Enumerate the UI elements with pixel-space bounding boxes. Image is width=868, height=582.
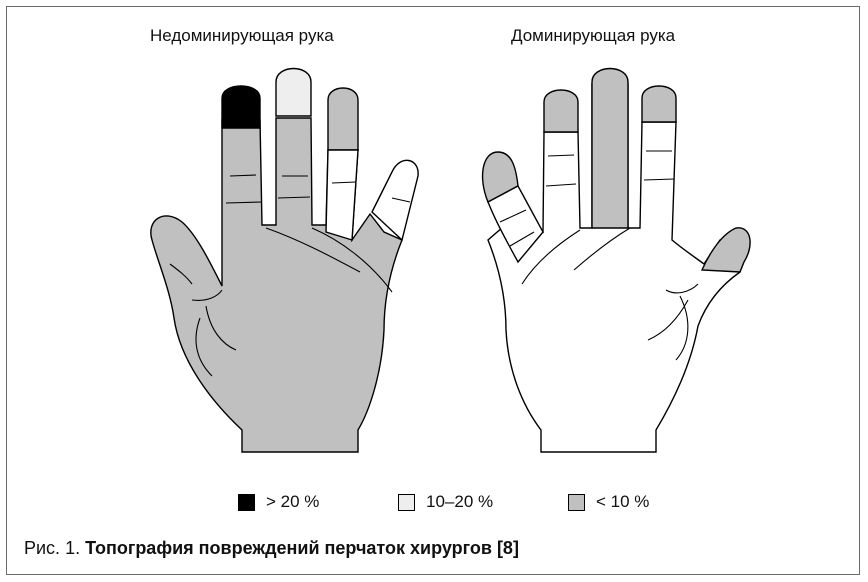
right-middle-finger bbox=[592, 69, 628, 229]
left-ring-tip bbox=[328, 88, 358, 150]
right-thumb-tip bbox=[702, 228, 750, 272]
legend-item-medium: 10–20 % bbox=[398, 492, 493, 512]
legend-swatch-medium bbox=[398, 494, 415, 511]
legend-swatch-low bbox=[568, 494, 585, 511]
right-index-tip bbox=[544, 90, 578, 132]
legend-swatch-high bbox=[238, 494, 255, 511]
dominant-hand bbox=[483, 69, 751, 453]
legend-item-high: > 20 % bbox=[238, 492, 319, 512]
caption-prefix: Рис. 1. bbox=[24, 538, 80, 558]
left-ring-base bbox=[326, 150, 358, 240]
legend-label-low: < 10 % bbox=[596, 492, 649, 512]
legend-item-low: < 10 % bbox=[568, 492, 649, 512]
legend: > 20 % 10–20 % < 10 % bbox=[0, 492, 868, 516]
non-dominant-hand bbox=[151, 69, 418, 453]
legend-label-medium: 10–20 % bbox=[426, 492, 493, 512]
left-middle-tip bbox=[276, 69, 311, 117]
figure-caption: Рис. 1. Топография повреждений перчаток … bbox=[24, 538, 519, 559]
right-ring-tip bbox=[642, 86, 676, 122]
legend-label-high: > 20 % bbox=[266, 492, 319, 512]
left-index-tip bbox=[222, 86, 260, 128]
caption-title: Топография повреждений перчаток хирургов… bbox=[85, 538, 519, 558]
left-palm bbox=[151, 118, 402, 452]
